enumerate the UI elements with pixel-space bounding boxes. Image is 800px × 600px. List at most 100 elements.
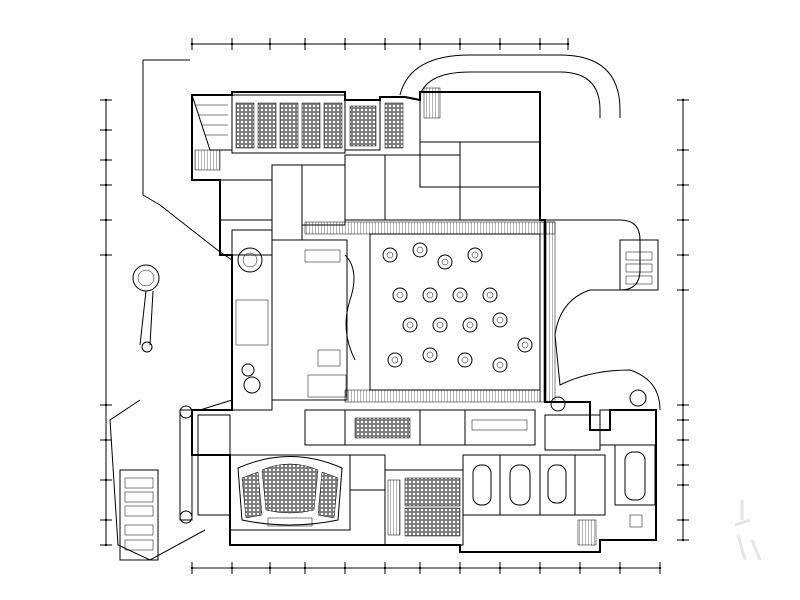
dimension-line-left: [100, 98, 112, 547]
tree-icon: [452, 287, 468, 303]
top-seating-hall: [191, 94, 404, 154]
dimension-tick: [343, 42, 347, 46]
tree-icon: [471, 251, 479, 259]
dimension-tick: [458, 566, 462, 570]
tree-icon: [391, 356, 399, 364]
tree-icon: [466, 321, 474, 329]
dimension-tick: [681, 218, 685, 222]
dimension-line-bottom: [190, 562, 662, 574]
dimension-line-right: [677, 98, 689, 542]
dimension-tick: [104, 218, 108, 222]
dimension-tick: [566, 42, 570, 46]
tree-icon: [386, 251, 394, 259]
tree-icon: [426, 291, 434, 299]
dropoff-loop: [545, 219, 661, 411]
dimension-tick: [230, 42, 234, 46]
dimension-tick: [681, 253, 685, 257]
dimension-tick: [104, 158, 108, 162]
dimension-tick: [104, 128, 108, 132]
dimension-tick: [104, 478, 108, 482]
tree-icon: [492, 357, 508, 373]
dimension-tick: [104, 518, 108, 522]
tree-icon: [462, 317, 478, 333]
dimension-tick: [383, 42, 387, 46]
tree-icon: [467, 247, 483, 263]
tree-icon: [382, 247, 398, 263]
dimension-tick: [343, 566, 347, 570]
lower-meeting-row: [304, 409, 536, 446]
tree-icon: [456, 291, 464, 299]
dimension-tick: [681, 183, 685, 187]
dimension-tick: [498, 42, 502, 46]
dimension-tick: [104, 403, 108, 407]
tree-icon: [486, 291, 494, 299]
tree-icon: [441, 258, 449, 266]
dimension-tick: [104, 438, 108, 442]
dimension-tick: [538, 566, 542, 570]
tree-icon: [517, 337, 533, 353]
dimension-tick: [104, 98, 108, 102]
dimension-tick: [681, 518, 685, 522]
dimension-tick: [681, 438, 685, 442]
tree-icon: [437, 254, 453, 270]
sculpture-left: [132, 264, 160, 353]
classroom-block: [349, 454, 464, 546]
dimension-tick: [578, 566, 582, 570]
tree-icon: [496, 316, 504, 324]
tree-icon: [416, 246, 424, 254]
parking-right: [619, 239, 659, 291]
dimension-tick: [190, 42, 194, 46]
dimension-tick: [104, 183, 108, 187]
dimension-tick: [190, 566, 194, 570]
dimension-tick: [681, 288, 685, 292]
dimension-tick: [681, 403, 685, 407]
tree-icon: [406, 321, 414, 329]
dimension-tick: [230, 566, 234, 570]
dimension-tick: [418, 566, 422, 570]
dimension-tick: [268, 566, 272, 570]
dimension-tick: [681, 148, 685, 152]
tree-icon: [426, 351, 434, 359]
curved-ramp: [399, 54, 621, 118]
auditorium: [229, 454, 351, 531]
dimension-tick: [618, 566, 622, 570]
building-outline: [191, 91, 657, 553]
right-small-rooms: [544, 389, 657, 451]
tree-icon: [392, 287, 408, 303]
dimension-tick: [383, 566, 387, 570]
tree-icon: [387, 352, 403, 368]
conference-rooms: [462, 444, 656, 546]
tree-icon: [422, 347, 438, 363]
tree-icon: [521, 341, 529, 349]
tree-icon: [496, 361, 504, 369]
tree-icon: [432, 317, 448, 333]
tree-icon: [457, 352, 473, 368]
dimension-tick: [681, 418, 685, 422]
dimension-line-top: [190, 38, 570, 50]
dimension-tick: [458, 42, 462, 46]
parking-left: [119, 469, 159, 561]
dimension-tick: [498, 566, 502, 570]
dimension-tick: [104, 253, 108, 257]
left-vertical-corridor: [179, 405, 231, 524]
tree-icon: [396, 291, 404, 299]
tree-icon: [436, 321, 444, 329]
tree-icon: [492, 312, 508, 328]
courtyard: [369, 233, 541, 391]
courtyard-paving: [304, 221, 556, 403]
left-core: [194, 149, 346, 256]
dimension-tick: [538, 42, 542, 46]
dimension-tick: [268, 42, 272, 46]
dimension-tick: [104, 543, 108, 547]
tree-icon: [482, 287, 498, 303]
tree-icon: [422, 287, 438, 303]
dimension-tick: [681, 538, 685, 542]
central-lobby: [271, 239, 356, 401]
dimension-tick: [303, 566, 307, 570]
tree-icon: [402, 317, 418, 333]
left-lower-zone: [231, 247, 273, 411]
dimension-tick: [658, 566, 662, 570]
watermark-logo-icon: [734, 500, 762, 561]
dimension-tick: [681, 98, 685, 102]
